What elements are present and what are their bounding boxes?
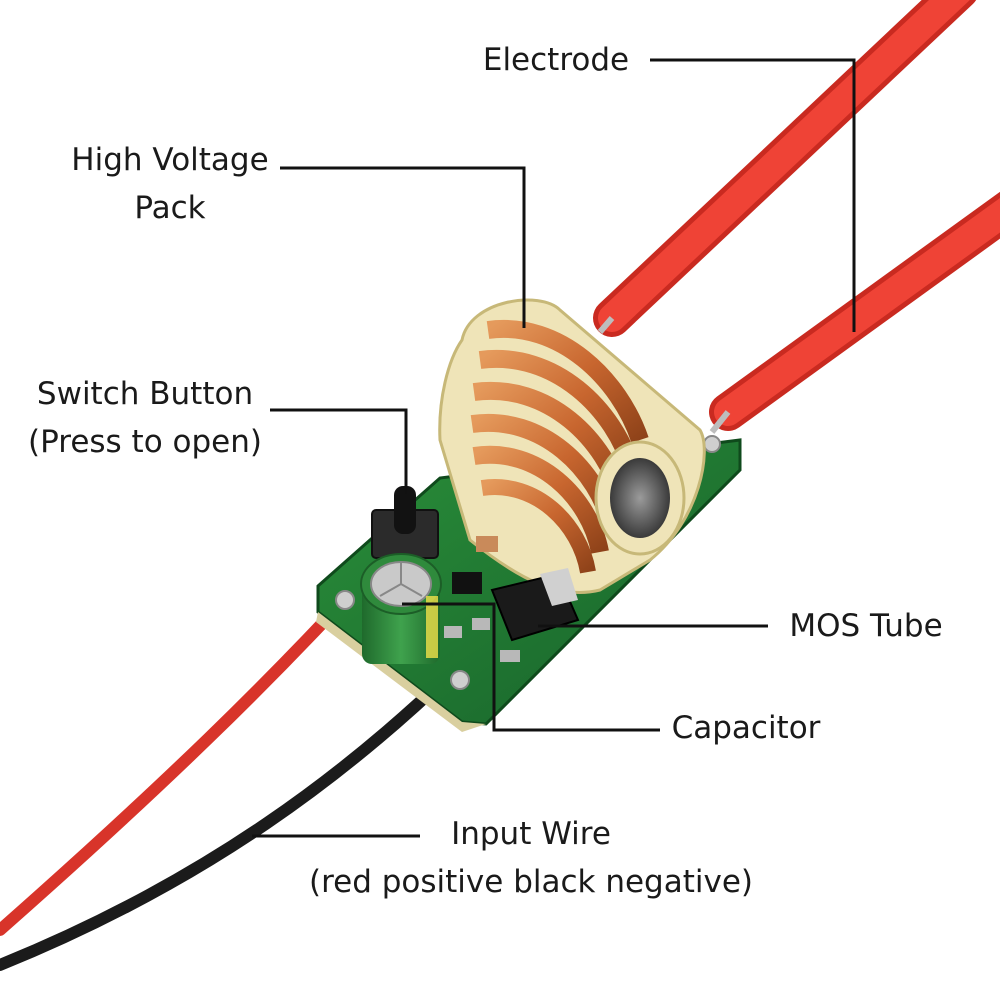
switch-button-part bbox=[371, 486, 439, 559]
electrode-wires bbox=[593, 0, 1000, 434]
label-input-wire-line1: Input Wire bbox=[451, 816, 611, 852]
leader-capacitor bbox=[402, 602, 660, 732]
label-input-wire-line2: (red positive black negative) bbox=[308, 864, 754, 900]
label-switch-button-line1: Switch Button bbox=[36, 376, 254, 412]
leader-high-voltage-pack bbox=[280, 166, 526, 328]
input-wires bbox=[0, 590, 458, 971]
leader-switch-button bbox=[270, 408, 408, 494]
high-voltage-pack bbox=[438, 298, 706, 595]
label-switch-button: Switch Button (Press to open) bbox=[20, 370, 270, 466]
label-switch-button-line2: (Press to open) bbox=[28, 424, 262, 460]
input-wire-red bbox=[0, 590, 354, 936]
capacitor-part bbox=[360, 553, 442, 664]
label-capacitor: Capacitor bbox=[671, 710, 821, 746]
label-high-voltage-pack-line2: Pack bbox=[134, 190, 206, 226]
leader-lines bbox=[252, 58, 856, 838]
mos-tube-part bbox=[490, 568, 580, 642]
label-mos-tube: MOS Tube bbox=[789, 608, 943, 644]
label-electrode: Electrode bbox=[482, 42, 630, 78]
label-high-voltage-pack-line1: High Voltage bbox=[71, 142, 269, 178]
leader-electrode bbox=[650, 58, 856, 332]
label-high-voltage-pack: High Voltage Pack bbox=[56, 136, 284, 232]
label-input-wire: Input Wire (red positive black negative) bbox=[296, 810, 766, 906]
smd-components bbox=[444, 536, 520, 662]
input-wire-black bbox=[0, 666, 458, 971]
